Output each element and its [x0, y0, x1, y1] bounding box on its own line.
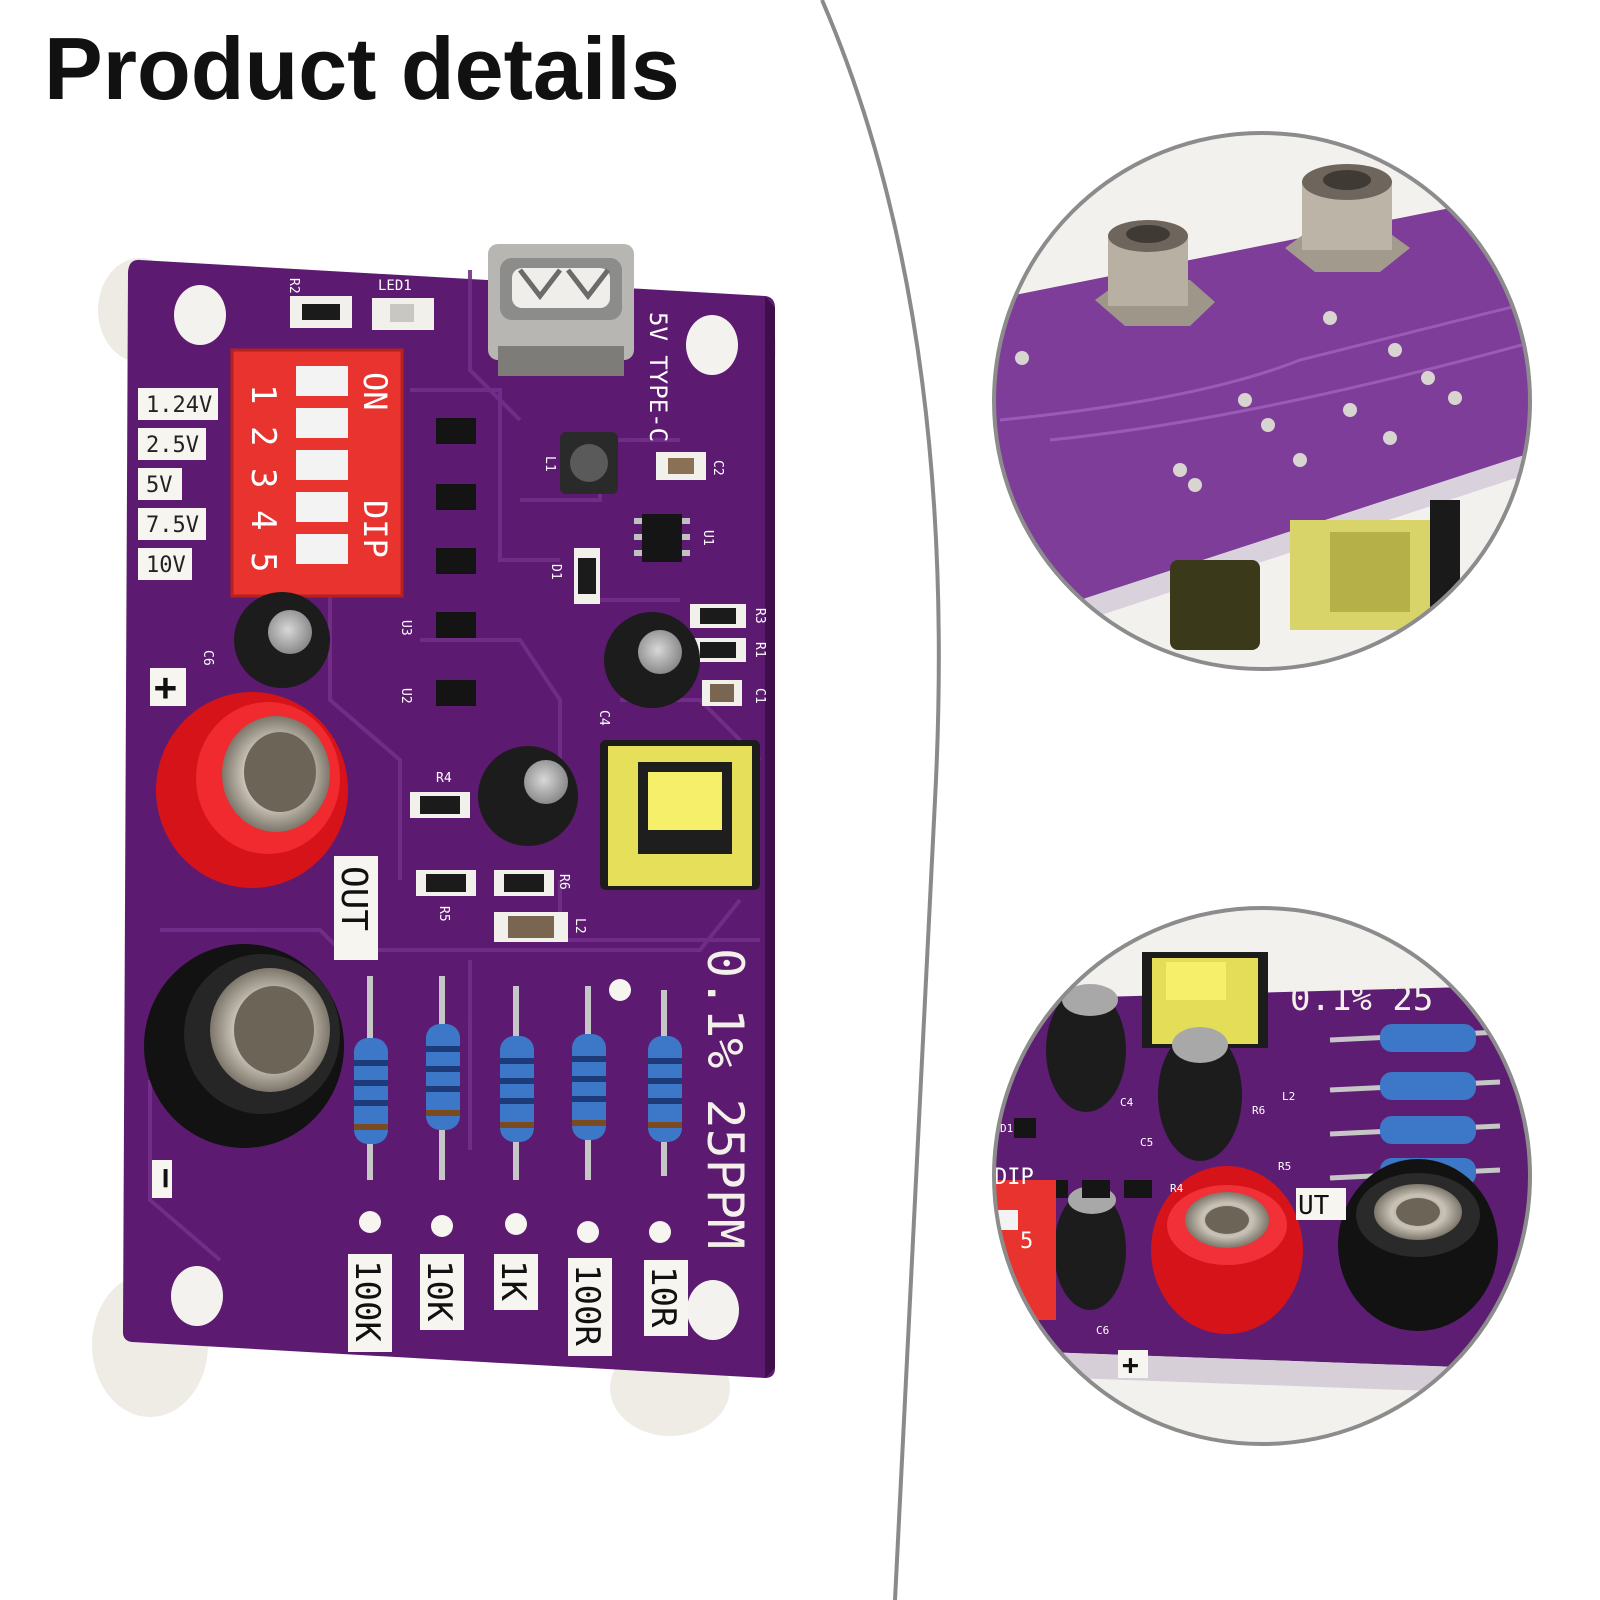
voltage-label-list: 1.24V 2.5V 5V 7.5V 10V: [138, 388, 218, 580]
smd-r6: R6: [494, 870, 571, 896]
led1: LED1: [372, 278, 434, 330]
out-label: OUT: [333, 866, 374, 931]
smd-r2: R2: [286, 278, 352, 328]
spec-label: 0.1% 25PPM: [696, 948, 754, 1249]
mount-hole-br: [687, 1280, 739, 1340]
inset-spec-fragment: 0.1% 25: [1290, 979, 1433, 1019]
smd-r4: R4: [410, 771, 470, 818]
precision-resistors: [354, 976, 682, 1243]
silk-led1: LED1: [378, 278, 412, 294]
dip-on-label: ON: [356, 372, 394, 411]
silk-r3: R3: [752, 608, 767, 624]
binding-post-red: [156, 692, 348, 888]
inset-silk-l2: L2: [1282, 1090, 1295, 1103]
resistor-label-10k: 10K: [419, 1260, 459, 1322]
voltage-label-5: 10V: [146, 553, 186, 578]
usb-c-connector: [488, 244, 634, 376]
resistor-label-100k: 100K: [347, 1260, 387, 1342]
voltage-label-4: 7.5V: [146, 513, 199, 538]
dip-number-1: 1: [243, 384, 283, 404]
silk-c6: C6: [200, 650, 215, 666]
silk-u3: U3: [398, 620, 413, 636]
resistor-label-100r: 100R: [567, 1264, 607, 1346]
dip-number-2: 2: [243, 426, 283, 446]
silk-r4: R4: [436, 771, 452, 786]
divider-curve: [820, 0, 941, 1600]
ic-u1: U1: [634, 514, 715, 562]
inset-silk-r6: R6: [1252, 1104, 1265, 1117]
pcb-edge: [765, 296, 775, 1378]
inductor-l1: L1: [542, 432, 618, 494]
inset-silk-r5: R5: [1278, 1160, 1291, 1173]
inset-top-detail: [992, 131, 1532, 671]
inset-silk-c4: C4: [1120, 1096, 1134, 1109]
silk-c4: C4: [596, 710, 611, 726]
inset-bottom-detail: 0.1% 25 DIP 5 UT + D1 C4 C5 C6 R4 R5 R6 …: [992, 906, 1532, 1446]
voltage-label-1: 1.24V: [146, 393, 212, 418]
resistor-1k: [500, 986, 534, 1180]
inset-dip-fragment: DIP: [994, 1165, 1034, 1190]
transformer-l: [600, 740, 760, 890]
smd-c1: C1: [702, 680, 767, 706]
sot23-column: U3 U2: [398, 418, 476, 706]
dip-number-3: 3: [243, 468, 283, 488]
voltage-label-3: 5V: [146, 473, 173, 498]
mount-hole-bl: [171, 1266, 223, 1326]
resistor-10r: [648, 990, 682, 1176]
inset-silk-d1: D1: [1000, 1122, 1013, 1135]
silk-r2: R2: [286, 278, 301, 294]
silk-l1: L1: [542, 456, 557, 472]
dip-dip-label: DIP: [356, 500, 394, 558]
smd-l2: L2: [494, 912, 587, 942]
dip-number-4: 4: [243, 510, 283, 530]
inset-plus: +: [1122, 1348, 1139, 1381]
usb-label: 5V TYPE-C: [644, 312, 672, 442]
diode-d1: D1: [548, 548, 600, 604]
capacitor-c5: [478, 746, 578, 846]
inset-silk-c6: C6: [1096, 1324, 1109, 1337]
resistor-100k: [354, 976, 388, 1180]
resistor-100r: [572, 986, 606, 1180]
inset-silk-c5: C5: [1140, 1136, 1153, 1149]
binding-post-black: [144, 944, 344, 1148]
plus-label: +: [154, 665, 177, 709]
dip-switch: 1 2 3 4 5 ON DIP: [230, 348, 404, 598]
inset-dip-number: 5: [1020, 1229, 1033, 1254]
mount-hole-tr: [686, 315, 738, 375]
silk-r5: R5: [436, 906, 451, 922]
minus-label: −: [146, 1168, 186, 1188]
silk-r6: R6: [556, 874, 571, 890]
resistor-value-labels: 100K 10K 1K 100R 10R: [347, 1254, 688, 1356]
mount-hole-tl: [174, 285, 226, 345]
silk-l2: L2: [572, 918, 587, 934]
silk-r1: R1: [752, 642, 767, 658]
resistor-10k: [426, 976, 460, 1180]
capacitor-c6: C6: [200, 592, 330, 688]
smd-r3: R3: [690, 604, 767, 628]
silk-u2: U2: [398, 688, 413, 704]
cap-c2: C2: [656, 452, 725, 480]
dip-number-5: 5: [243, 552, 283, 572]
page-title: Product details: [44, 19, 680, 118]
silk-u1: U1: [700, 530, 715, 546]
resistor-label-1k: 1K: [493, 1260, 533, 1301]
voltage-label-2: 2.5V: [146, 433, 199, 458]
smd-r5: R5: [416, 870, 476, 922]
resistor-label-10r: 10R: [643, 1266, 683, 1328]
pcb-main-board: 1.24V 2.5V 5V 7.5V 10V 1: [92, 244, 776, 1436]
silk-c2: C2: [710, 460, 725, 476]
capacitor-c4: C4: [596, 612, 700, 726]
silk-d1: D1: [548, 564, 563, 580]
silk-c1: C1: [752, 688, 767, 704]
inset-silk-r4: R4: [1170, 1182, 1184, 1195]
inset-out-fragment: UT: [1298, 1191, 1330, 1221]
